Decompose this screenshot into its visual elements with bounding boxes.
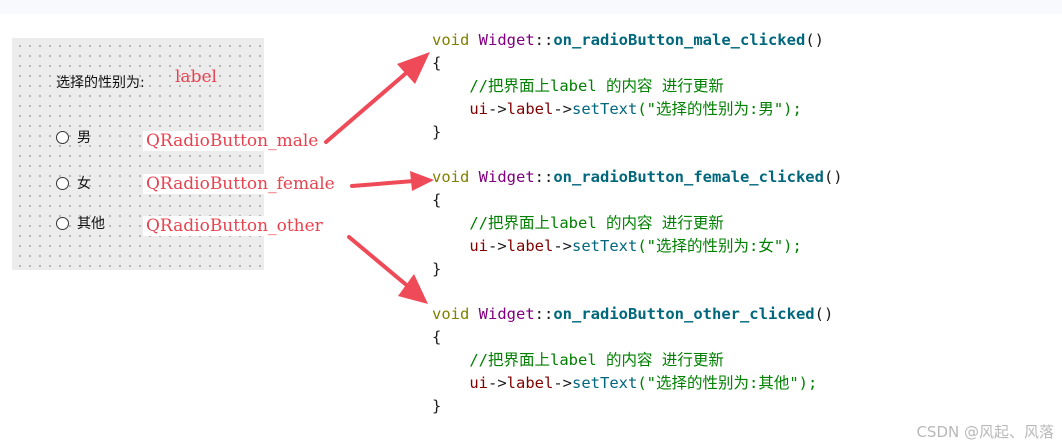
top-band xyxy=(0,0,1062,14)
arrow-male-head xyxy=(397,52,430,84)
member-arrow: -> xyxy=(488,100,507,118)
radio-female-label: 女 xyxy=(77,176,91,192)
parens: () xyxy=(814,305,834,323)
parens: () xyxy=(805,31,824,49)
call-argument: ("选择的性别为:其他"); xyxy=(637,374,818,392)
method-settext: setText xyxy=(572,237,638,255)
arrow-other-head xyxy=(398,274,428,304)
code-block-other: void Widget::on_radioButton_other_clicke… xyxy=(432,303,833,418)
arrow-female-line xyxy=(350,179,416,188)
radio-circle-icon xyxy=(56,216,69,230)
scope-operator: :: xyxy=(534,31,554,49)
annotation-radio-male: QRadioButton_male xyxy=(143,131,322,151)
member-arrow: -> xyxy=(488,374,507,392)
radio-circle-icon xyxy=(56,130,69,144)
radio-other[interactable]: 其他 xyxy=(56,213,105,233)
return-type: void xyxy=(432,168,470,186)
class-name: Widget xyxy=(478,168,535,186)
close-brace: } xyxy=(432,260,442,278)
object-ui: ui xyxy=(469,374,488,392)
member-label: label xyxy=(506,100,554,118)
member-label: label xyxy=(506,374,554,392)
return-type: void xyxy=(432,31,470,49)
watermark: CSDN @风起、风落 xyxy=(916,423,1054,441)
function-name: on_radioButton_other_clicked xyxy=(553,305,815,323)
method-settext: setText xyxy=(572,100,638,118)
member-arrow: -> xyxy=(553,100,573,118)
open-brace: { xyxy=(432,328,442,346)
member-arrow: -> xyxy=(488,237,507,255)
class-name: Widget xyxy=(478,31,535,49)
class-name: Widget xyxy=(478,305,535,323)
label-annotation: label xyxy=(175,67,217,87)
scope-operator: :: xyxy=(534,305,554,323)
close-brace: } xyxy=(432,397,442,415)
radio-male-label: 男 xyxy=(77,130,91,146)
radio-circle-icon xyxy=(56,176,69,190)
arrow-female-head xyxy=(410,171,434,191)
scope-operator: :: xyxy=(534,168,554,186)
close-brace: } xyxy=(432,123,442,141)
radio-female[interactable]: 女 xyxy=(56,173,91,193)
code-comment: //把界面上label 的内容 进行更新 xyxy=(469,77,724,95)
method-settext: setText xyxy=(572,374,638,392)
radio-male[interactable]: 男 xyxy=(56,127,91,147)
code-block-female: void Widget::on_radioButton_female_click… xyxy=(432,166,843,281)
member-arrow: -> xyxy=(553,374,573,392)
function-name: on_radioButton_male_clicked xyxy=(553,31,806,49)
parens: () xyxy=(823,168,843,186)
code-comment: //把界面上label 的内容 进行更新 xyxy=(469,351,724,369)
code-block-male: void Widget::on_radioButton_male_clicked… xyxy=(432,29,824,144)
annotation-radio-female: QRadioButton_female xyxy=(143,174,338,194)
member-label: label xyxy=(506,237,554,255)
object-ui: ui xyxy=(469,237,488,255)
annotation-radio-other: QRadioButton_other xyxy=(143,216,326,236)
object-ui: ui xyxy=(469,100,488,118)
call-argument: ("选择的性别为:女"); xyxy=(637,237,802,255)
arrow-male-line xyxy=(324,66,414,144)
member-arrow: -> xyxy=(553,237,573,255)
arrow-other-line xyxy=(347,235,412,290)
call-argument: ("选择的性别为:男"); xyxy=(637,100,802,118)
code-comment: //把界面上label 的内容 进行更新 xyxy=(469,214,724,232)
prompt-label: 选择的性别为: xyxy=(56,75,145,91)
radio-other-label: 其他 xyxy=(77,216,105,232)
function-name: on_radioButton_female_clicked xyxy=(553,168,824,186)
return-type: void xyxy=(432,305,470,323)
open-brace: { xyxy=(432,191,442,209)
open-brace: { xyxy=(432,54,442,72)
